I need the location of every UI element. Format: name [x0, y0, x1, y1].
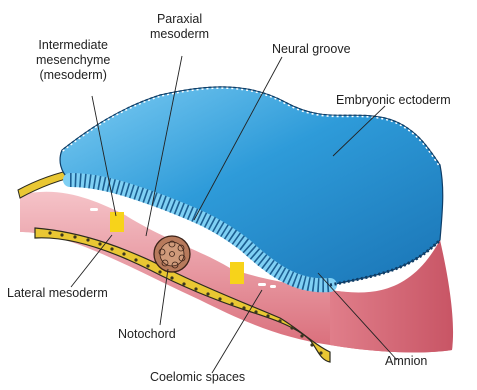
intermediate-mesoderm-block-right — [230, 262, 244, 284]
label-intermediate-line1: Intermediate — [36, 38, 110, 53]
intermediate-mesoderm-block-left — [110, 212, 124, 232]
label-coelomic-spaces: Coelomic spaces — [150, 370, 245, 385]
label-notochord: Notochord — [118, 327, 176, 342]
notochord-shape — [154, 236, 190, 272]
label-intermediate-mesenchyme: Intermediate mesenchyme (mesoderm) — [36, 38, 110, 83]
label-paraxial-line1: Paraxial — [150, 12, 209, 27]
label-neural-groove: Neural groove — [272, 42, 351, 57]
label-amnion: Amnion — [385, 354, 427, 369]
label-intermediate-line3: (mesoderm) — [36, 68, 110, 83]
label-lateral-mesoderm: Lateral mesoderm — [7, 286, 108, 301]
label-paraxial-line2: mesoderm — [150, 27, 209, 42]
label-intermediate-line2: mesenchyme — [36, 53, 110, 68]
label-embryonic-ectoderm: Embryonic ectoderm — [336, 93, 451, 108]
label-paraxial-mesoderm: Paraxial mesoderm — [150, 12, 209, 42]
